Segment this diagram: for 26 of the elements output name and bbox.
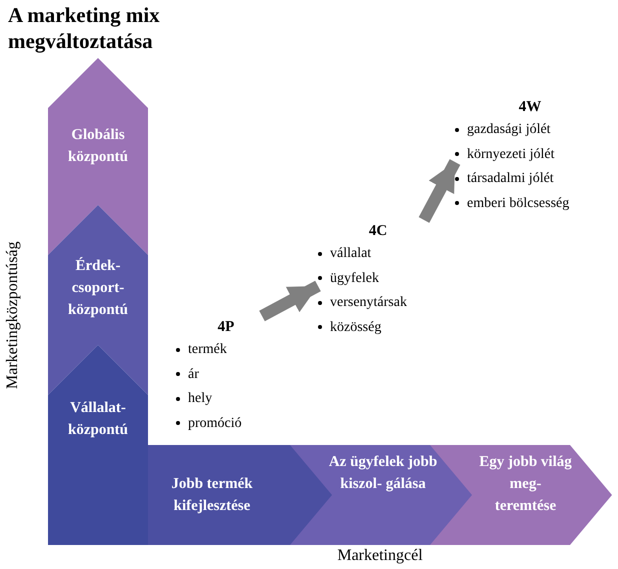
block-arrow [418,159,460,223]
title: A marketing mix megváltoztatása [8,2,161,54]
list-item: promóció [188,416,242,430]
group-heading: 4W [518,98,542,117]
group-heading: 4P [216,318,236,337]
list-item: környezeti jólét [467,146,554,162]
stage-label: Egy jobb világ meg- teremtése [478,453,573,516]
list-item: termék [188,342,227,357]
list-item: gazdasági jólét [467,122,551,137]
stage-label: Vállalat- központú [66,399,130,440]
block-arrow [259,280,321,322]
list-item: hely [188,391,212,406]
axis-label: Marketingközpontúság [4,240,22,391]
group-heading: 4C [368,222,388,241]
list-item: társadalmi jólét [467,171,554,186]
list-item: ügyfelek [330,270,379,286]
list-item: vállalat [330,246,372,261]
stage-label: Az ügyfelek jobb kiszol- gálása [328,453,438,494]
axis-label: Marketingcél [336,547,424,565]
stage-label: Jobb termék kifejlesztése [170,475,254,516]
stage-label: Érdek- csoport- központú [66,256,130,320]
stage-label: Globális központú [66,126,130,167]
list-item: emberi bölcsesség [467,196,570,210]
list-item: közösség [330,320,382,334]
list-item: versenytársak [330,295,407,310]
list-item: ár [188,366,199,382]
